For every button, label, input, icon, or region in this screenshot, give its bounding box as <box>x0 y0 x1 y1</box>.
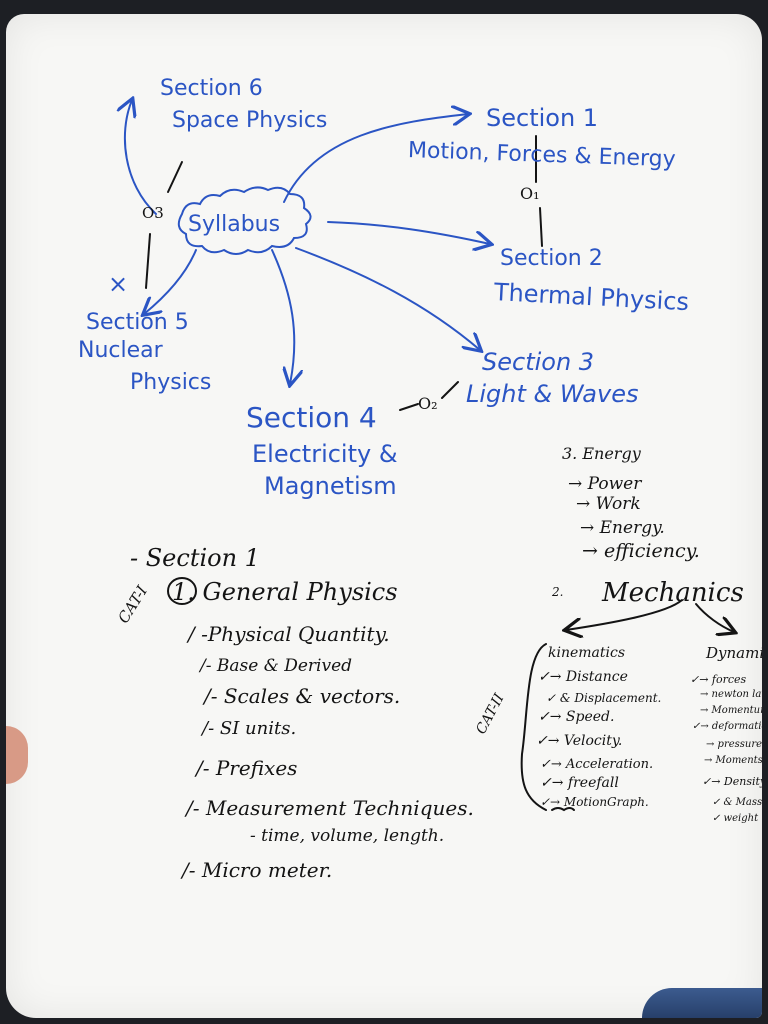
section-2-title: Section 2 <box>500 246 603 271</box>
section-6-title: Section 6 <box>160 76 263 101</box>
kinematics-label: kinematics <box>548 645 626 661</box>
kinematics-item: ✓→ Acceleration. <box>540 757 654 772</box>
section-1-title: Section 1 <box>486 104 599 132</box>
arrow-to-section-4 <box>271 249 294 384</box>
energy-item: → Energy. <box>580 518 665 538</box>
section-4-line3: Magnetism <box>264 472 397 500</box>
dynamics-item: → Momentum <box>700 705 762 716</box>
kinematics-item: ✓→ Distance <box>538 669 628 685</box>
topic-item: /- Base & Derived <box>200 656 353 676</box>
thumb <box>6 726 28 784</box>
energy-item: → Power <box>568 474 642 494</box>
syllabus-label: Syllabus <box>188 212 281 237</box>
dynamics-label: Dynamics <box>706 644 762 662</box>
section-6-subtitle: Space Physics <box>172 108 328 133</box>
dynamics-item: ✓→ forces <box>690 673 747 686</box>
topic-item: /- Scales & vectors. <box>204 684 401 708</box>
mechanics-number: 2. <box>552 585 564 599</box>
section-5-line2: Nuclear <box>78 338 163 363</box>
topic-item: /- Prefixes <box>196 756 298 780</box>
syllabus-cloud <box>177 186 312 255</box>
background-fabric <box>642 988 762 1018</box>
dynamics-item: → Moments <box>704 755 762 766</box>
topic-item: - time, volume, length. <box>250 826 445 846</box>
kinematics-item: ✓→ MotionGraph. <box>540 795 649 809</box>
dynamics-item: → pressure <box>706 739 762 750</box>
kinematics-item: ✓→ Velocity. <box>536 733 623 749</box>
topic-item: / -Physical Quantity. <box>188 622 390 646</box>
dynamics-item: ✓ & Mass <box>712 797 762 808</box>
section-1-heading: - Section 1 <box>130 544 260 572</box>
section-3-title: Section 3 <box>482 348 595 376</box>
energy-heading: 3. Energy <box>562 444 641 463</box>
arrow-to-section-5 <box>144 249 197 314</box>
mindmap-strokes <box>6 14 762 812</box>
arrow-to-section-1 <box>283 114 468 203</box>
arrow-to-section-3 <box>295 247 480 350</box>
marker-o1: O₁ <box>520 184 540 203</box>
kinematics-item: ✓ & Displacement. <box>546 691 662 705</box>
dynamics-item: ✓ weight <box>712 813 759 824</box>
topic-item: /- Measurement Techniques. <box>186 796 474 820</box>
section-4-title: Section 4 <box>246 401 377 434</box>
general-physics-topic: 1. General Physics <box>172 578 398 606</box>
topic-item: /- Micro meter. <box>182 858 333 882</box>
cross-mark: × <box>108 270 129 298</box>
marker-o2: O₂ <box>418 394 438 413</box>
mechanics-heading: Mechanics <box>602 578 744 608</box>
section-5-title: Section 5 <box>86 310 189 335</box>
topic-item: /- SI units. <box>202 718 297 739</box>
kinematics-item: ✓→ freefall <box>540 775 619 791</box>
arrow-to-section-6 <box>125 100 157 215</box>
energy-item: → efficiency. <box>582 540 700 562</box>
section-4-line2: Electricity & <box>252 440 398 468</box>
dynamics-item: ✓→ Density <box>702 775 762 788</box>
notebook-page: Syllabus Section 6 Space Physics Section… <box>6 14 762 1018</box>
arrow-to-section-2 <box>327 221 490 244</box>
section-3-subtitle: Light & Waves <box>466 380 639 408</box>
dynamics-item: ✓→ deformation <box>692 721 762 732</box>
energy-item: → Work <box>576 494 641 514</box>
section-5-line3: Physics <box>130 370 212 395</box>
marker-o3: O3 <box>142 204 164 222</box>
kinematics-item: ✓→ Speed. <box>538 709 615 725</box>
dynamics-item: → newton laws <box>700 689 762 700</box>
